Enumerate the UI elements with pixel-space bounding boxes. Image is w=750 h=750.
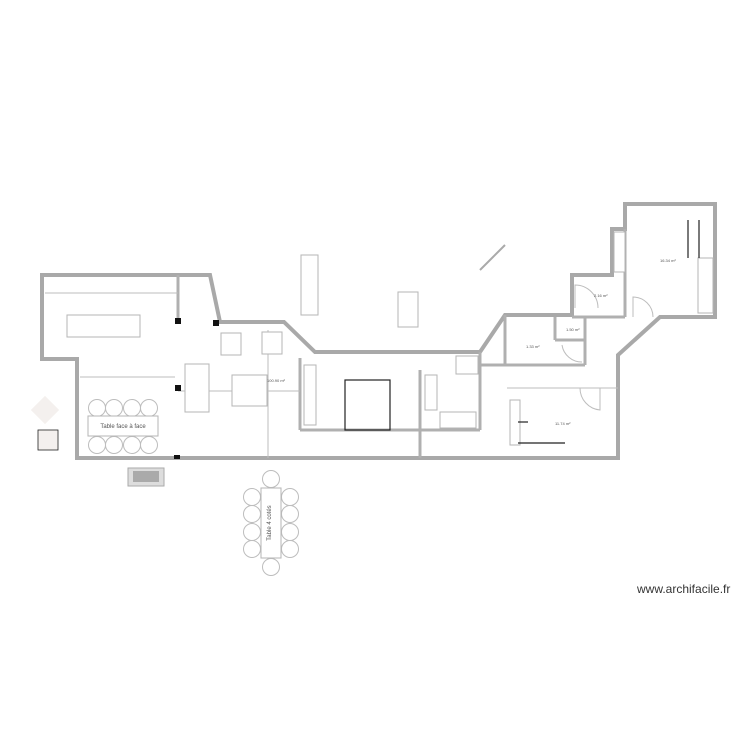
chair (281, 523, 299, 541)
table-face-a-face: Table face à face (87, 399, 159, 454)
furniture (30, 220, 714, 487)
chair (243, 540, 261, 558)
chair (281, 540, 299, 558)
table-4-cotes: Table 4 cotés (243, 470, 299, 576)
chair (243, 523, 261, 541)
chair (243, 505, 261, 523)
chair (123, 436, 141, 454)
chair (281, 488, 299, 506)
chair (140, 436, 158, 454)
chair (281, 505, 299, 523)
archifacile-credit[interactable]: www.archifacile.fr (637, 582, 731, 596)
area-living: 100.90 m² (267, 378, 286, 383)
doors (561, 284, 654, 411)
chair (88, 399, 106, 417)
chair (105, 399, 123, 417)
area-laundry: 2.16 m² (594, 293, 608, 298)
table-face-a-face-label: Table face à face (100, 424, 146, 430)
pillars (174, 318, 219, 459)
chair (262, 470, 280, 488)
chair (262, 558, 280, 576)
chair (88, 436, 106, 454)
area-bedroom: 11.74 m² (555, 421, 571, 426)
area-wc: 1.50 m² (566, 327, 580, 332)
chair (243, 488, 261, 506)
chair (105, 436, 123, 454)
chair (140, 399, 158, 417)
area-entry: 1.33 m² (526, 344, 540, 349)
outer-wall (40, 202, 717, 460)
area-bedroom-large: 16.34 m² (660, 258, 676, 263)
chair (123, 399, 141, 417)
table-4-cotes-label: Table 4 cotés (267, 505, 273, 540)
